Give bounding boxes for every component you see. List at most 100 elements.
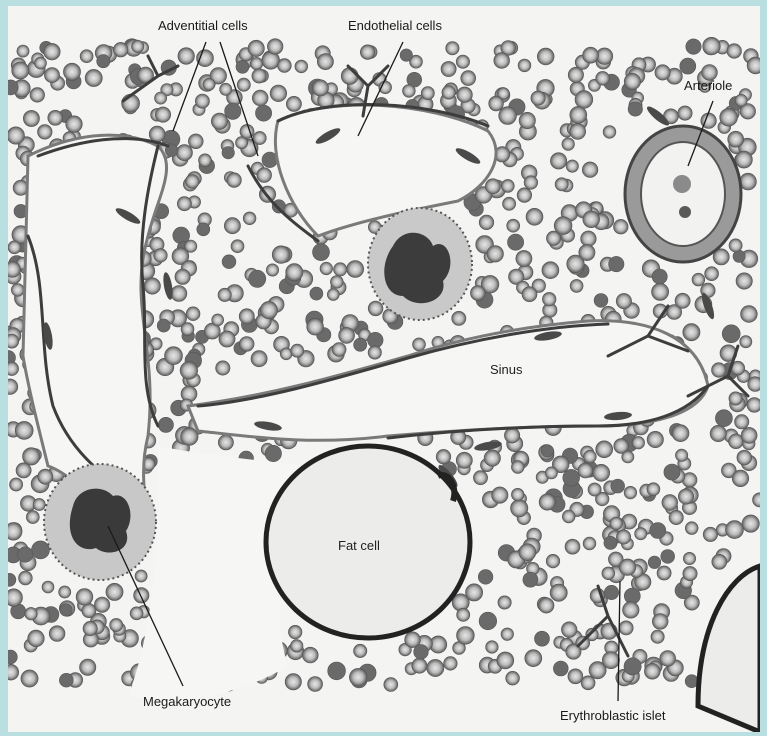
red-blood-cell bbox=[83, 621, 97, 635]
red-blood-cell bbox=[368, 346, 381, 359]
red-blood-cell bbox=[446, 42, 459, 55]
red-blood-cell bbox=[582, 162, 598, 178]
red-blood-cell bbox=[542, 262, 559, 279]
red-blood-cell bbox=[267, 39, 283, 55]
red-blood-cell bbox=[651, 630, 664, 643]
red-blood-cell bbox=[456, 55, 469, 68]
red-blood-cell bbox=[506, 671, 520, 685]
red-blood-cell bbox=[403, 85, 416, 98]
red-blood-cell bbox=[8, 664, 19, 680]
erythroblast bbox=[313, 244, 330, 261]
red-blood-cell bbox=[575, 91, 593, 109]
red-blood-cell bbox=[181, 428, 199, 446]
red-blood-cell bbox=[479, 215, 494, 230]
red-blood-cell bbox=[144, 278, 160, 294]
red-blood-cell bbox=[12, 62, 29, 79]
red-blood-cell bbox=[19, 571, 33, 585]
red-blood-cell bbox=[49, 626, 65, 642]
red-blood-cell bbox=[44, 43, 61, 60]
red-blood-cell bbox=[568, 669, 583, 684]
erythroblast bbox=[97, 55, 110, 68]
red-blood-cell bbox=[539, 494, 555, 510]
red-blood-cell bbox=[712, 554, 727, 569]
red-blood-cell bbox=[38, 125, 53, 140]
red-blood-cell bbox=[525, 650, 542, 667]
red-blood-cell bbox=[421, 87, 434, 100]
erythroblast bbox=[508, 234, 524, 250]
red-blood-cell bbox=[252, 90, 268, 106]
red-blood-cell bbox=[519, 112, 535, 128]
red-blood-cell bbox=[251, 351, 267, 367]
red-blood-cell bbox=[456, 452, 472, 468]
red-blood-cell bbox=[457, 87, 473, 103]
red-blood-cell bbox=[216, 361, 230, 375]
red-blood-cell bbox=[511, 500, 528, 517]
red-blood-cell bbox=[466, 584, 483, 601]
red-blood-cell bbox=[239, 309, 254, 324]
red-blood-cell bbox=[63, 63, 80, 80]
label-erythroblastic-islet: Erythroblastic islet bbox=[560, 708, 666, 723]
red-blood-cell bbox=[8, 523, 22, 541]
erythroblast bbox=[648, 556, 661, 569]
red-blood-cell bbox=[80, 50, 93, 63]
label-megakaryocyte: Megakaryocyte bbox=[143, 694, 231, 709]
megakaryocyte-cell bbox=[44, 464, 156, 580]
red-blood-cell bbox=[652, 614, 668, 630]
red-blood-cell bbox=[8, 241, 21, 254]
erythroblast bbox=[328, 662, 346, 680]
erythroblast bbox=[609, 256, 624, 271]
erythroblast bbox=[628, 102, 642, 116]
red-blood-cell bbox=[522, 287, 537, 302]
red-blood-cell bbox=[662, 495, 678, 511]
erythroblast bbox=[553, 661, 568, 676]
red-blood-cell bbox=[250, 57, 262, 69]
red-blood-cell bbox=[110, 618, 123, 631]
red-blood-cell bbox=[35, 57, 47, 69]
red-blood-cell bbox=[675, 449, 687, 461]
red-blood-cell bbox=[657, 566, 671, 580]
red-blood-cell bbox=[499, 107, 517, 125]
red-blood-cell bbox=[561, 622, 577, 638]
red-blood-cell bbox=[295, 60, 308, 73]
red-blood-cell bbox=[619, 621, 633, 635]
red-blood-cell bbox=[457, 627, 475, 645]
red-blood-cell bbox=[610, 517, 623, 530]
red-blood-cell bbox=[224, 218, 240, 234]
red-blood-cell bbox=[384, 678, 398, 692]
red-blood-cell bbox=[487, 246, 504, 263]
red-blood-cell bbox=[94, 597, 109, 612]
red-blood-cell bbox=[546, 554, 560, 568]
red-blood-cell bbox=[59, 586, 71, 598]
red-blood-cell bbox=[537, 48, 554, 65]
red-blood-cell bbox=[578, 463, 593, 478]
red-blood-cell bbox=[188, 134, 203, 149]
red-blood-cell bbox=[507, 219, 520, 232]
erythroblast bbox=[604, 585, 618, 599]
erythroblast bbox=[652, 269, 667, 284]
sinus-top-channel bbox=[275, 105, 496, 236]
red-blood-cell bbox=[660, 651, 676, 667]
erythroblast bbox=[265, 445, 281, 461]
red-blood-cell bbox=[220, 83, 232, 95]
red-blood-cell bbox=[555, 178, 568, 191]
red-blood-cell bbox=[583, 211, 600, 228]
red-blood-cell bbox=[570, 279, 583, 292]
red-blood-cell bbox=[703, 37, 721, 55]
red-blood-cell bbox=[260, 301, 277, 318]
red-blood-cell bbox=[248, 40, 264, 56]
red-blood-cell bbox=[524, 176, 538, 190]
red-blood-cell bbox=[516, 250, 532, 266]
red-blood-cell bbox=[511, 461, 524, 474]
red-blood-cell bbox=[444, 657, 458, 671]
red-blood-cell bbox=[76, 589, 93, 606]
erythroblast bbox=[650, 523, 666, 539]
red-blood-cell bbox=[735, 94, 747, 106]
red-blood-cell bbox=[38, 469, 53, 484]
red-blood-cell bbox=[231, 240, 244, 253]
red-blood-cell bbox=[180, 362, 198, 380]
erythroblast bbox=[722, 325, 740, 343]
red-blood-cell bbox=[113, 42, 128, 57]
red-blood-cell bbox=[278, 59, 292, 73]
red-blood-cell bbox=[504, 428, 519, 443]
red-blood-cell bbox=[632, 436, 645, 449]
